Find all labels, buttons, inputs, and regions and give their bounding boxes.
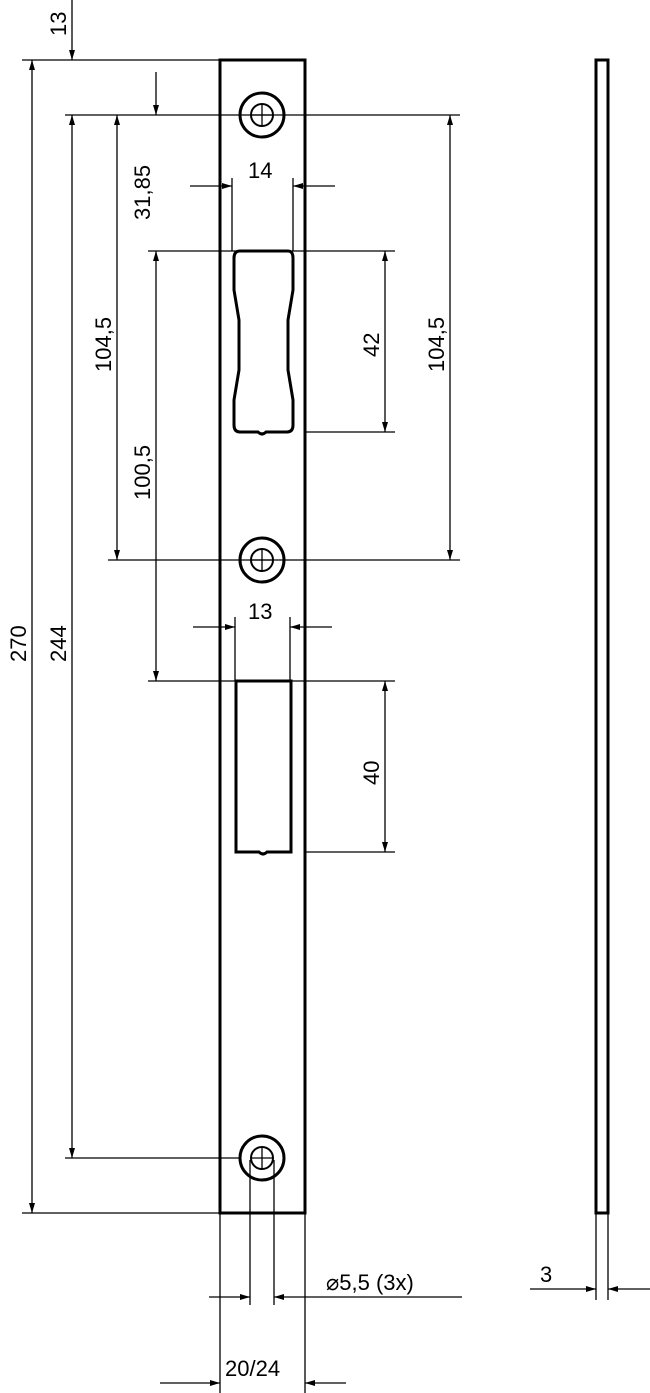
dim-hole-span: 244: [46, 625, 71, 662]
dim-plate-width: 20/24: [225, 1356, 280, 1381]
dim-hole-diameter: ⌀5,5 (3x): [326, 1270, 414, 1295]
dim-total-length: 270: [6, 625, 31, 662]
dimension-lines: [29, 0, 650, 1386]
plate-outline: [218, 58, 307, 1215]
dim-slot-lower-height: 40: [359, 761, 384, 785]
screw-hole-bottom: [238, 1134, 286, 1182]
dim-slot-upper-width: 14: [248, 158, 272, 183]
dim-slot-lower-width: 13: [248, 599, 272, 624]
dim-top-offset: 13: [46, 12, 71, 36]
dim-hole-to-hole-right: 104,5: [424, 317, 449, 372]
dim-hole-to-hole-left: 104,5: [91, 317, 116, 372]
dim-slot-upper-height: 42: [359, 333, 384, 357]
dim-hole-to-slot-top: 31,85: [130, 165, 155, 220]
upper-latch-slot: [232, 249, 295, 436]
extension-lines: [22, 59, 609, 1393]
dim-thickness: 3: [540, 1262, 552, 1287]
side-view-outline: [594, 58, 610, 1215]
lower-bolt-slot: [234, 679, 293, 856]
dim-hole-to-slot2-top: 100,5: [130, 445, 155, 500]
